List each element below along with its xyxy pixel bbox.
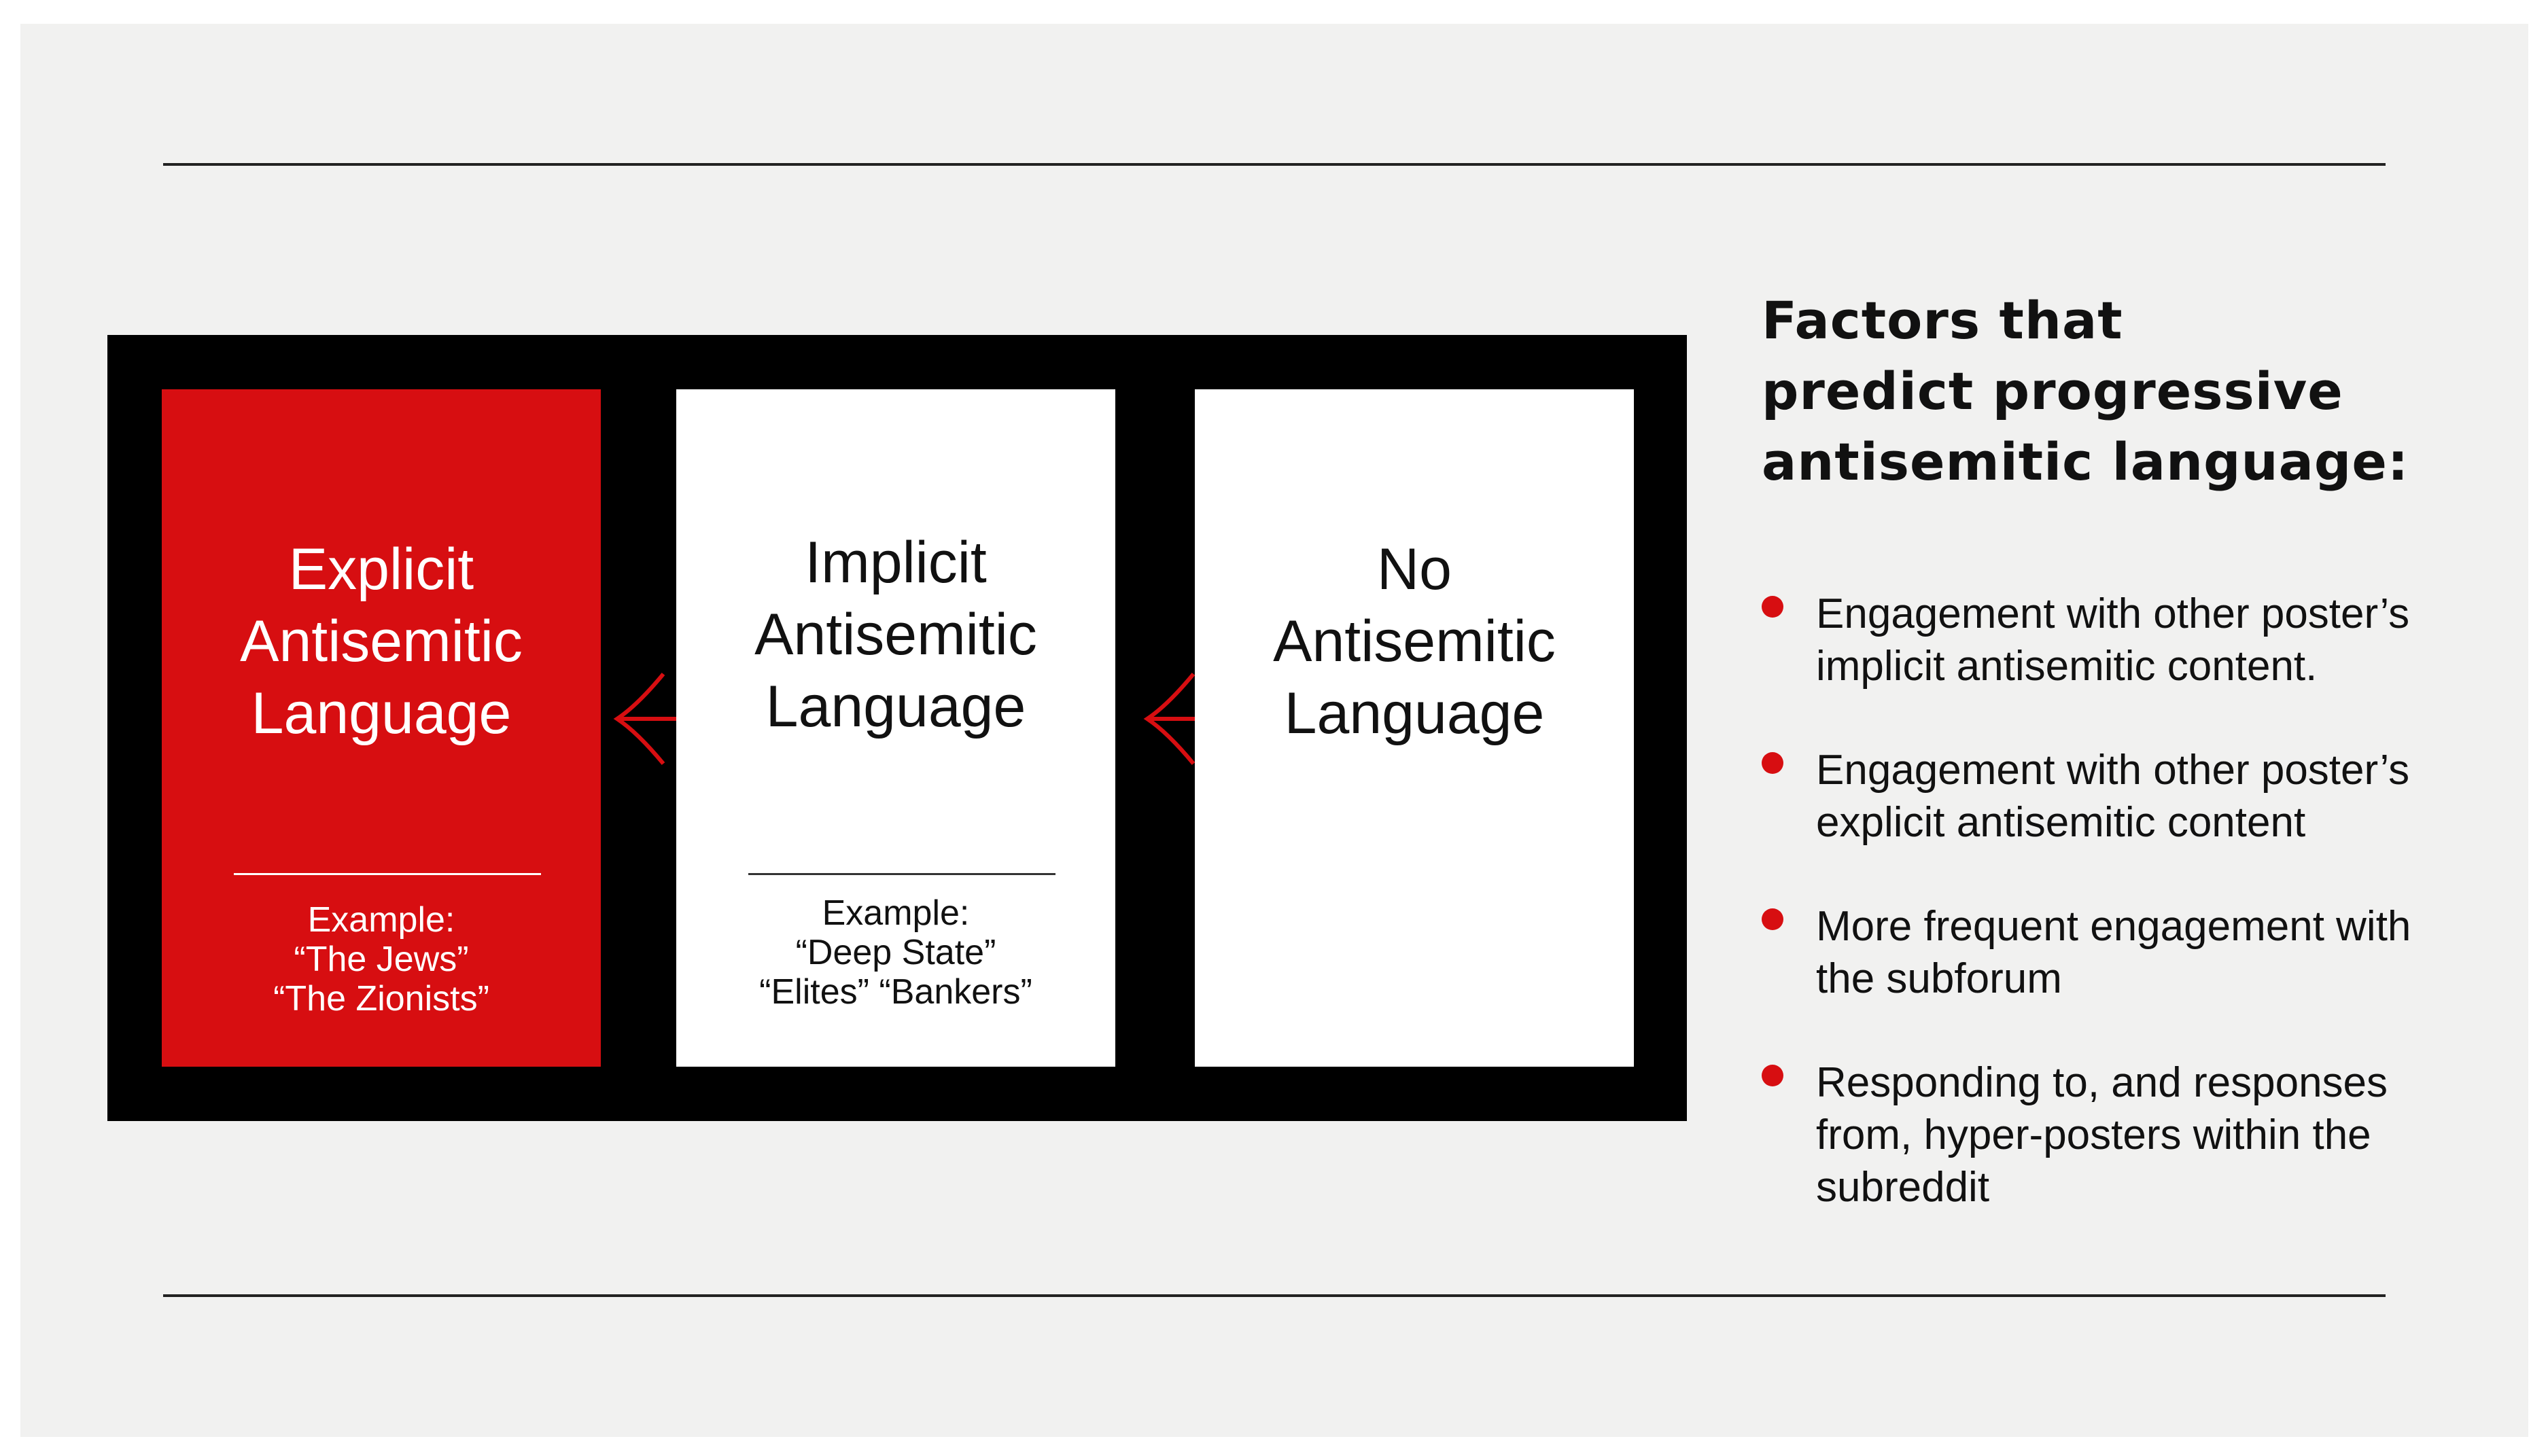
heading-line: antisemitic language: (1762, 431, 2409, 492)
factor-line: Responding to, and responses (1816, 1059, 2388, 1106)
card-divider (234, 873, 541, 875)
no-language-card: No Antisemitic Language (1195, 389, 1634, 1067)
title-line: Antisemitic (1273, 609, 1556, 674)
example-line: Example: (307, 900, 455, 940)
factors-heading: Factors that predict progressive antisem… (1762, 285, 2409, 497)
implicit-card-example: Example: “Deep State” “Elites” “Bankers” (676, 893, 1115, 1012)
title-line: No (1377, 537, 1452, 602)
example-line: Example: (822, 893, 970, 933)
factor-text: Responding to, and responses from, hyper… (1816, 1057, 2523, 1213)
title-line: Language (251, 681, 512, 746)
factor-text: Engagement with other poster’s explicit … (1816, 744, 2523, 849)
factor-text: Engagement with other poster’s implicit … (1816, 588, 2523, 692)
bottom-rule (163, 1294, 2386, 1297)
factor-line: subreddit (1816, 1164, 1990, 1211)
heading-line: predict progressive (1762, 361, 2343, 421)
implicit-language-card: Implicit Antisemitic Language Example: “… (676, 389, 1115, 1067)
factor-line: explicit antisemitic content (1816, 799, 2306, 846)
example-line: “The Zionists” (273, 979, 489, 1018)
slide: Explicit Antisemitic Language Example: “… (20, 24, 2528, 1437)
bullet-dot-icon (1762, 752, 1783, 774)
title-line: Language (765, 674, 1026, 739)
title-line: Antisemitic (240, 609, 523, 674)
factor-line: More frequent engagement with (1816, 903, 2411, 950)
heading-line: Factors that (1762, 290, 2123, 351)
example-line: “Deep State” (795, 933, 996, 972)
factor-line: Engagement with other poster’s (1816, 590, 2410, 637)
factor-line: Engagement with other poster’s (1816, 747, 2410, 794)
explicit-card-title: Explicit Antisemitic Language (162, 533, 601, 749)
factor-line: from, hyper-posters within the (1816, 1112, 2371, 1158)
bullet-dot-icon (1762, 596, 1783, 618)
explicit-language-card: Explicit Antisemitic Language Example: “… (162, 389, 601, 1067)
top-rule (163, 163, 2386, 166)
no-card-title: No Antisemitic Language (1195, 533, 1634, 749)
title-line: Antisemitic (754, 602, 1037, 667)
bullet-dot-icon (1762, 908, 1783, 930)
explicit-card-example: Example: “The Jews” “The Zionists” (162, 900, 601, 1018)
example-line: “Elites” “Bankers” (759, 972, 1032, 1012)
bullet-dot-icon (1762, 1065, 1783, 1086)
title-line: Language (1284, 681, 1545, 746)
factor-line: the subforum (1816, 955, 2062, 1002)
factor-text: More frequent engagement with the subfor… (1816, 900, 2523, 1005)
factor-line: implicit antisemitic content. (1816, 643, 2318, 690)
implicit-card-title: Implicit Antisemitic Language (676, 527, 1115, 743)
title-line: Explicit (288, 537, 474, 602)
card-divider (748, 873, 1055, 875)
language-progression-diagram: Explicit Antisemitic Language Example: “… (107, 335, 1687, 1121)
title-line: Implicit (805, 530, 987, 595)
example-line: “The Jews” (294, 940, 469, 979)
